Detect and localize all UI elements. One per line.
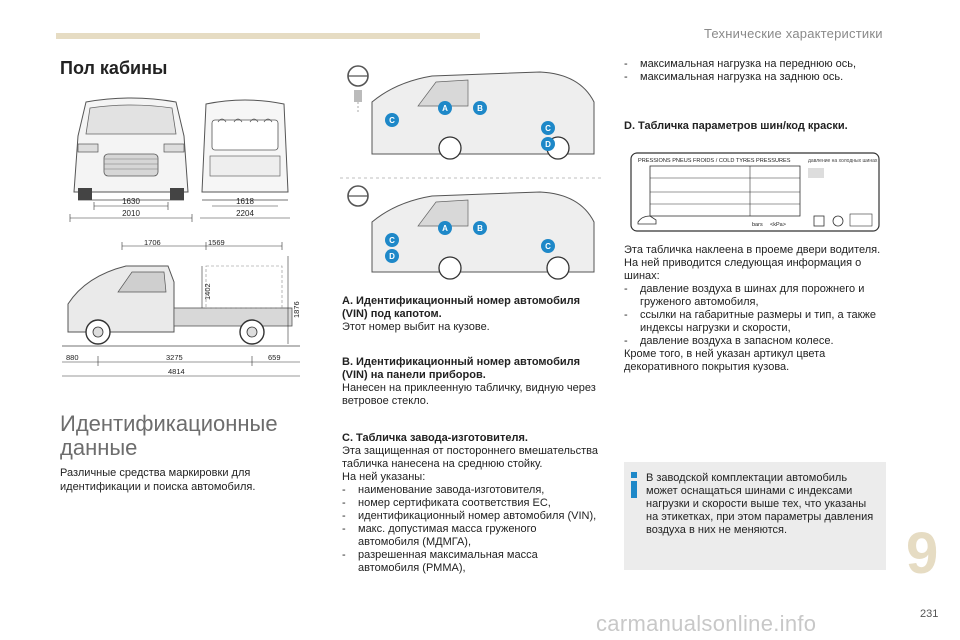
label-d-bottom: D [389,252,395,261]
label-b-bottom: B [477,224,483,233]
dim-side-top-a: 1706 [144,238,161,247]
list-item: -идентификационный номер автомобиля (VIN… [342,510,597,522]
dim-front-1: 1630 [122,197,140,206]
vin-location-diagram-bottom: A B C D C [340,177,602,280]
identification-title: Идентификационные данные [60,411,278,460]
dim-rear-1: 1618 [236,197,254,206]
vin-location-diagram-top: A B C C D [347,65,595,160]
dim-rear-2: 2204 [236,209,254,218]
label-d-top: D [545,140,551,149]
watermark: carmanualsonline.info [596,611,817,636]
section-a-body: Этот номер выбит на кузове. [342,321,490,333]
rear-view-diagram: 1618 2204 [200,99,290,219]
label-b-top: B [477,104,483,113]
label-side: давление на холодных шинах [808,158,878,164]
dim-side-height-total: 1876 [292,301,301,318]
section-d-body3: Кроме того, в ней указан артикул цвета д… [624,348,826,373]
section-d-title: D. Табличка параметров шин/код краски. [624,120,848,132]
label-a-bottom: A [442,224,448,233]
section-d-body1: Эта табличка наклеена в проеме двери вод… [624,244,881,256]
label-kpa: <kPa> [770,222,786,228]
label-c-bottom-left: C [389,236,395,245]
list-item: -разрешенная максимальная масса автомоби… [342,549,538,574]
section-c: C. Табличка завода-изготовителя. Эта защ… [342,432,598,575]
list-item: -наименование завода-изготовителя, [342,484,545,496]
section-b-body: Нанесен на приклеенную табличку, видную … [342,382,596,407]
section-c-list-intro: На ней указаны: [342,471,426,483]
header-rule [56,33,480,39]
list-item: -давление воздуха в шинах для порожнего … [624,283,865,308]
list-item: -макс. допустимая масса груженого автомо… [342,523,537,548]
dim-front-2: 2010 [122,209,140,218]
dim-side-bottom-a: 880 [66,353,79,362]
dim-side-bottom-c: 659 [268,353,281,362]
front-view-diagram: 1630 2010 [69,97,193,222]
section-c-title: C. Табличка завода-изготовителя. [342,432,528,444]
chapter-number: 9 [906,521,939,586]
label-bars: bars [752,222,763,228]
identification-intro: Различные средства маркировки для иденти… [60,467,256,493]
info-text: В заводской комплектации автомобиль може… [646,472,874,536]
label-header: PRESSIONS PNEUS FROIDS / COLD TYRES PRES… [638,158,791,164]
label-c-bottom-right: C [545,242,551,251]
section-b-title: B. Идентификационный номер автомобиля (V… [342,356,581,381]
page-number: 231 [920,608,939,620]
list-item: -максимальная нагрузка на заднюю ось. [624,71,844,83]
section-d-body: Эта табличка наклеена в проеме двери вод… [624,244,886,374]
dim-side-length: 4814 [168,367,185,376]
list-item: -максимальная нагрузка на переднюю ось, [624,58,857,70]
section-c-body: Эта защищенная от постороннего вмешатель… [342,445,598,470]
info-box: В заводской комплектации автомобиль може… [624,462,886,570]
list-item: -ссылки на габаритные размеры и тип, а т… [624,309,876,334]
section-title: Технические характеристики [704,26,883,41]
section-b: B. Идентификационный номер автомобиля (V… [342,356,598,408]
dim-side-bottom-b: 3275 [166,353,183,362]
section-d-body2: На ней приводится следующая информация о… [624,257,862,282]
list-item: -номер сертификата соответствия ЕС, [342,497,551,509]
dim-side-top-b: 1569 [208,238,225,247]
info-icon [631,472,637,498]
dim-side-height-cargo: 1402 [203,283,212,300]
label-c-top-right: C [545,124,551,133]
section-a-title: A. Идентификационный номер автомобиля (V… [342,295,581,320]
section-a: A. Идентификационный номер автомобиля (V… [342,295,598,334]
side-view-diagram: 1706 1569 1402 1876 880 3275 659 4814 [62,238,301,377]
label-c-top-left: C [389,116,395,125]
list-item: -давление воздуха в запасном колесе. [624,335,834,347]
tyre-pressure-label: PRESSIONS PNEUS FROIDS / COLD TYRES PRES… [630,152,880,232]
section-c-continued: -максимальная нагрузка на переднюю ось, … [624,58,886,84]
cabin-title: Пол кабины [60,58,168,78]
label-a-top: A [442,104,448,113]
